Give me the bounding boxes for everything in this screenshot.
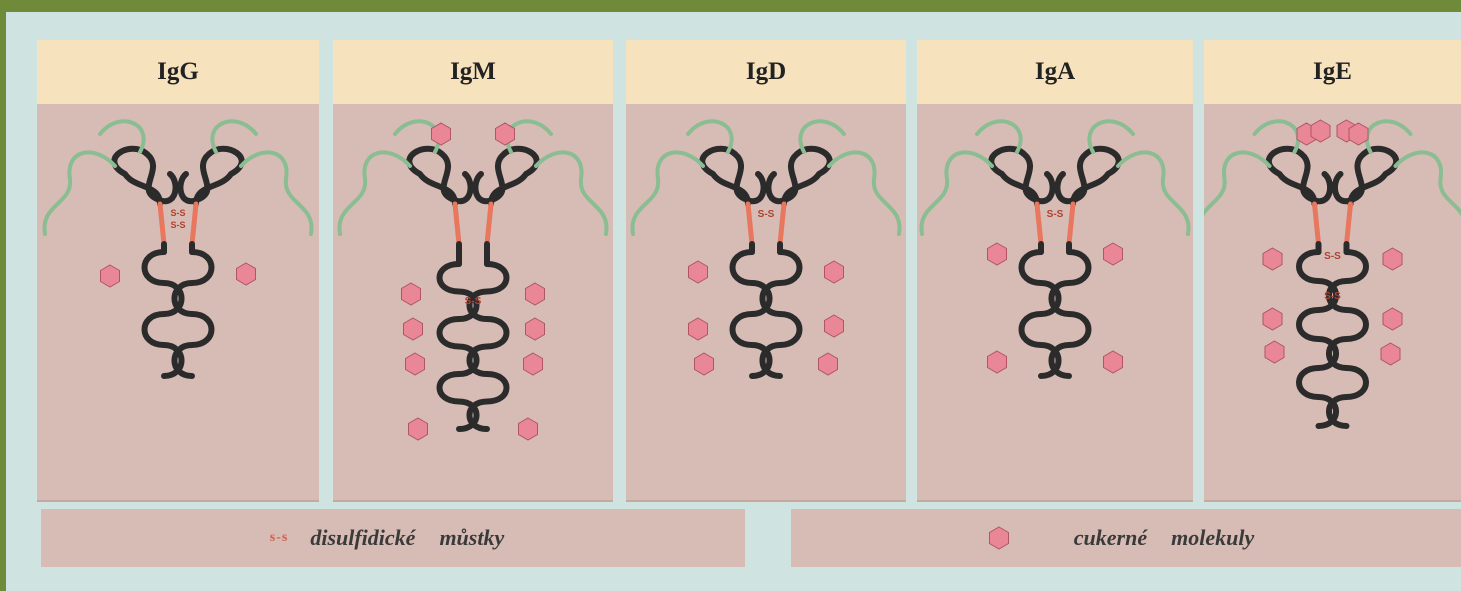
- sugar-molecule-icon: [986, 525, 1012, 551]
- sugar-molecule: [101, 265, 120, 287]
- sugar-molecule: [409, 418, 428, 440]
- disulfide-symbol: s-s: [270, 530, 289, 546]
- sugar-molecule: [496, 123, 515, 145]
- sugar-molecule: [695, 353, 714, 375]
- sugar-molecule: [689, 318, 708, 340]
- heavy-chain-fab: [475, 149, 536, 204]
- sugar-molecule: [689, 261, 708, 283]
- antibody-igd: S-S: [626, 104, 906, 500]
- legend-text-sugar: cukerné: [1074, 525, 1147, 551]
- disulfide-bridge-label: S-S: [170, 220, 185, 230]
- legend-text-disulfide: disulfidické: [310, 525, 415, 551]
- light-chain: [632, 152, 703, 234]
- panel-iga: IgA S-S: [917, 40, 1193, 502]
- hinge-region: [160, 204, 164, 244]
- panel-igm: IgM S-S: [333, 40, 613, 502]
- panel-title: IgM: [333, 40, 613, 104]
- heavy-chain-fab: [1057, 149, 1118, 204]
- sugar-molecule: [526, 283, 545, 305]
- sugar-molecule: [402, 283, 421, 305]
- sugar-molecule: [1383, 308, 1402, 330]
- diagram-board: IgG S-S S-S IgM S-S IgD S-S IgA S-S IgE S…: [6, 12, 1461, 591]
- sugar-molecule: [1381, 343, 1400, 365]
- disulfide-bridge-label: S-S: [1324, 291, 1341, 302]
- light-chain: [44, 152, 115, 234]
- hinge-region: [1347, 204, 1351, 244]
- sugar-molecule: [1349, 123, 1368, 145]
- hinge-region: [748, 204, 752, 244]
- legend-text-molecules: molekuly: [1171, 525, 1254, 551]
- sugar-molecule: [406, 353, 425, 375]
- panel-title: IgD: [626, 40, 906, 104]
- disulfide-bridge-label: S-S: [1324, 251, 1341, 262]
- sugar-molecule: [519, 418, 538, 440]
- heavy-chain-fab: [702, 149, 763, 204]
- hinge-region: [1315, 204, 1319, 244]
- hinge-region: [455, 204, 459, 244]
- light-chain: [536, 152, 607, 234]
- heavy-chain-fab: [991, 149, 1052, 204]
- sugar-molecule: [988, 351, 1007, 373]
- hinge-region: [1037, 204, 1041, 244]
- sugar-molecule: [524, 353, 543, 375]
- heavy-chain-fab: [180, 149, 241, 204]
- panel-title: IgG: [37, 40, 319, 104]
- sugar-molecule: [1263, 248, 1282, 270]
- legend-text-bridges: můstky: [439, 525, 504, 551]
- legend-sugar-molecules: cukerné molekuly: [791, 509, 1461, 567]
- antibody-igm: S-S: [333, 104, 613, 500]
- disulfide-bridge-label: S-S: [465, 296, 482, 307]
- panel-igd: IgD S-S: [626, 40, 906, 502]
- antibody-iga: S-S: [917, 104, 1193, 500]
- heavy-chain-fab: [1335, 149, 1396, 204]
- sugar-molecule: [825, 261, 844, 283]
- sugar-molecule: [404, 318, 423, 340]
- light-chain: [1396, 152, 1461, 234]
- hinge-region: [1069, 204, 1073, 244]
- antibody-ige: S-S S-S: [1204, 104, 1461, 500]
- light-chain: [241, 152, 312, 234]
- legend-disulfide-bridges: s-s disulfidické můstky: [41, 509, 745, 567]
- panel-title: IgE: [1204, 40, 1461, 104]
- sugar-molecule: [526, 318, 545, 340]
- sugar-molecule: [432, 123, 451, 145]
- sugar-molecule: [1263, 308, 1282, 330]
- panel-title: IgA: [917, 40, 1193, 104]
- panel-ige: IgE S-S S-S: [1204, 40, 1461, 502]
- sugar-molecule: [1104, 243, 1123, 265]
- light-chain: [1118, 152, 1189, 234]
- disulfide-bridge-label: S-S: [758, 209, 775, 220]
- sugar-molecule: [825, 315, 844, 337]
- sugar-molecule: [237, 263, 256, 285]
- light-chain: [829, 152, 900, 234]
- sugar-molecule: [988, 243, 1007, 265]
- hinge-region: [192, 204, 196, 244]
- sugar-molecule: [819, 353, 838, 375]
- panel-igg: IgG S-S S-S: [37, 40, 319, 502]
- antibody-igg: S-S S-S: [37, 104, 319, 500]
- hinge-region: [487, 204, 491, 244]
- disulfide-bridge-label: S-S: [170, 208, 185, 218]
- heavy-chain-fab: [768, 149, 829, 204]
- heavy-chain-fab: [114, 149, 175, 204]
- light-chain: [921, 152, 992, 234]
- heavy-chain-fab: [1269, 149, 1330, 204]
- sugar-molecule: [1104, 351, 1123, 373]
- hinge-region: [780, 204, 784, 244]
- sugar-molecule: [1265, 341, 1284, 363]
- heavy-chain-fab: [409, 149, 470, 204]
- disulfide-bridge-label: S-S: [1047, 209, 1064, 220]
- sugar-molecule: [1311, 120, 1330, 142]
- light-chain: [1204, 152, 1270, 234]
- sugar-molecule: [1383, 248, 1402, 270]
- light-chain: [339, 152, 410, 234]
